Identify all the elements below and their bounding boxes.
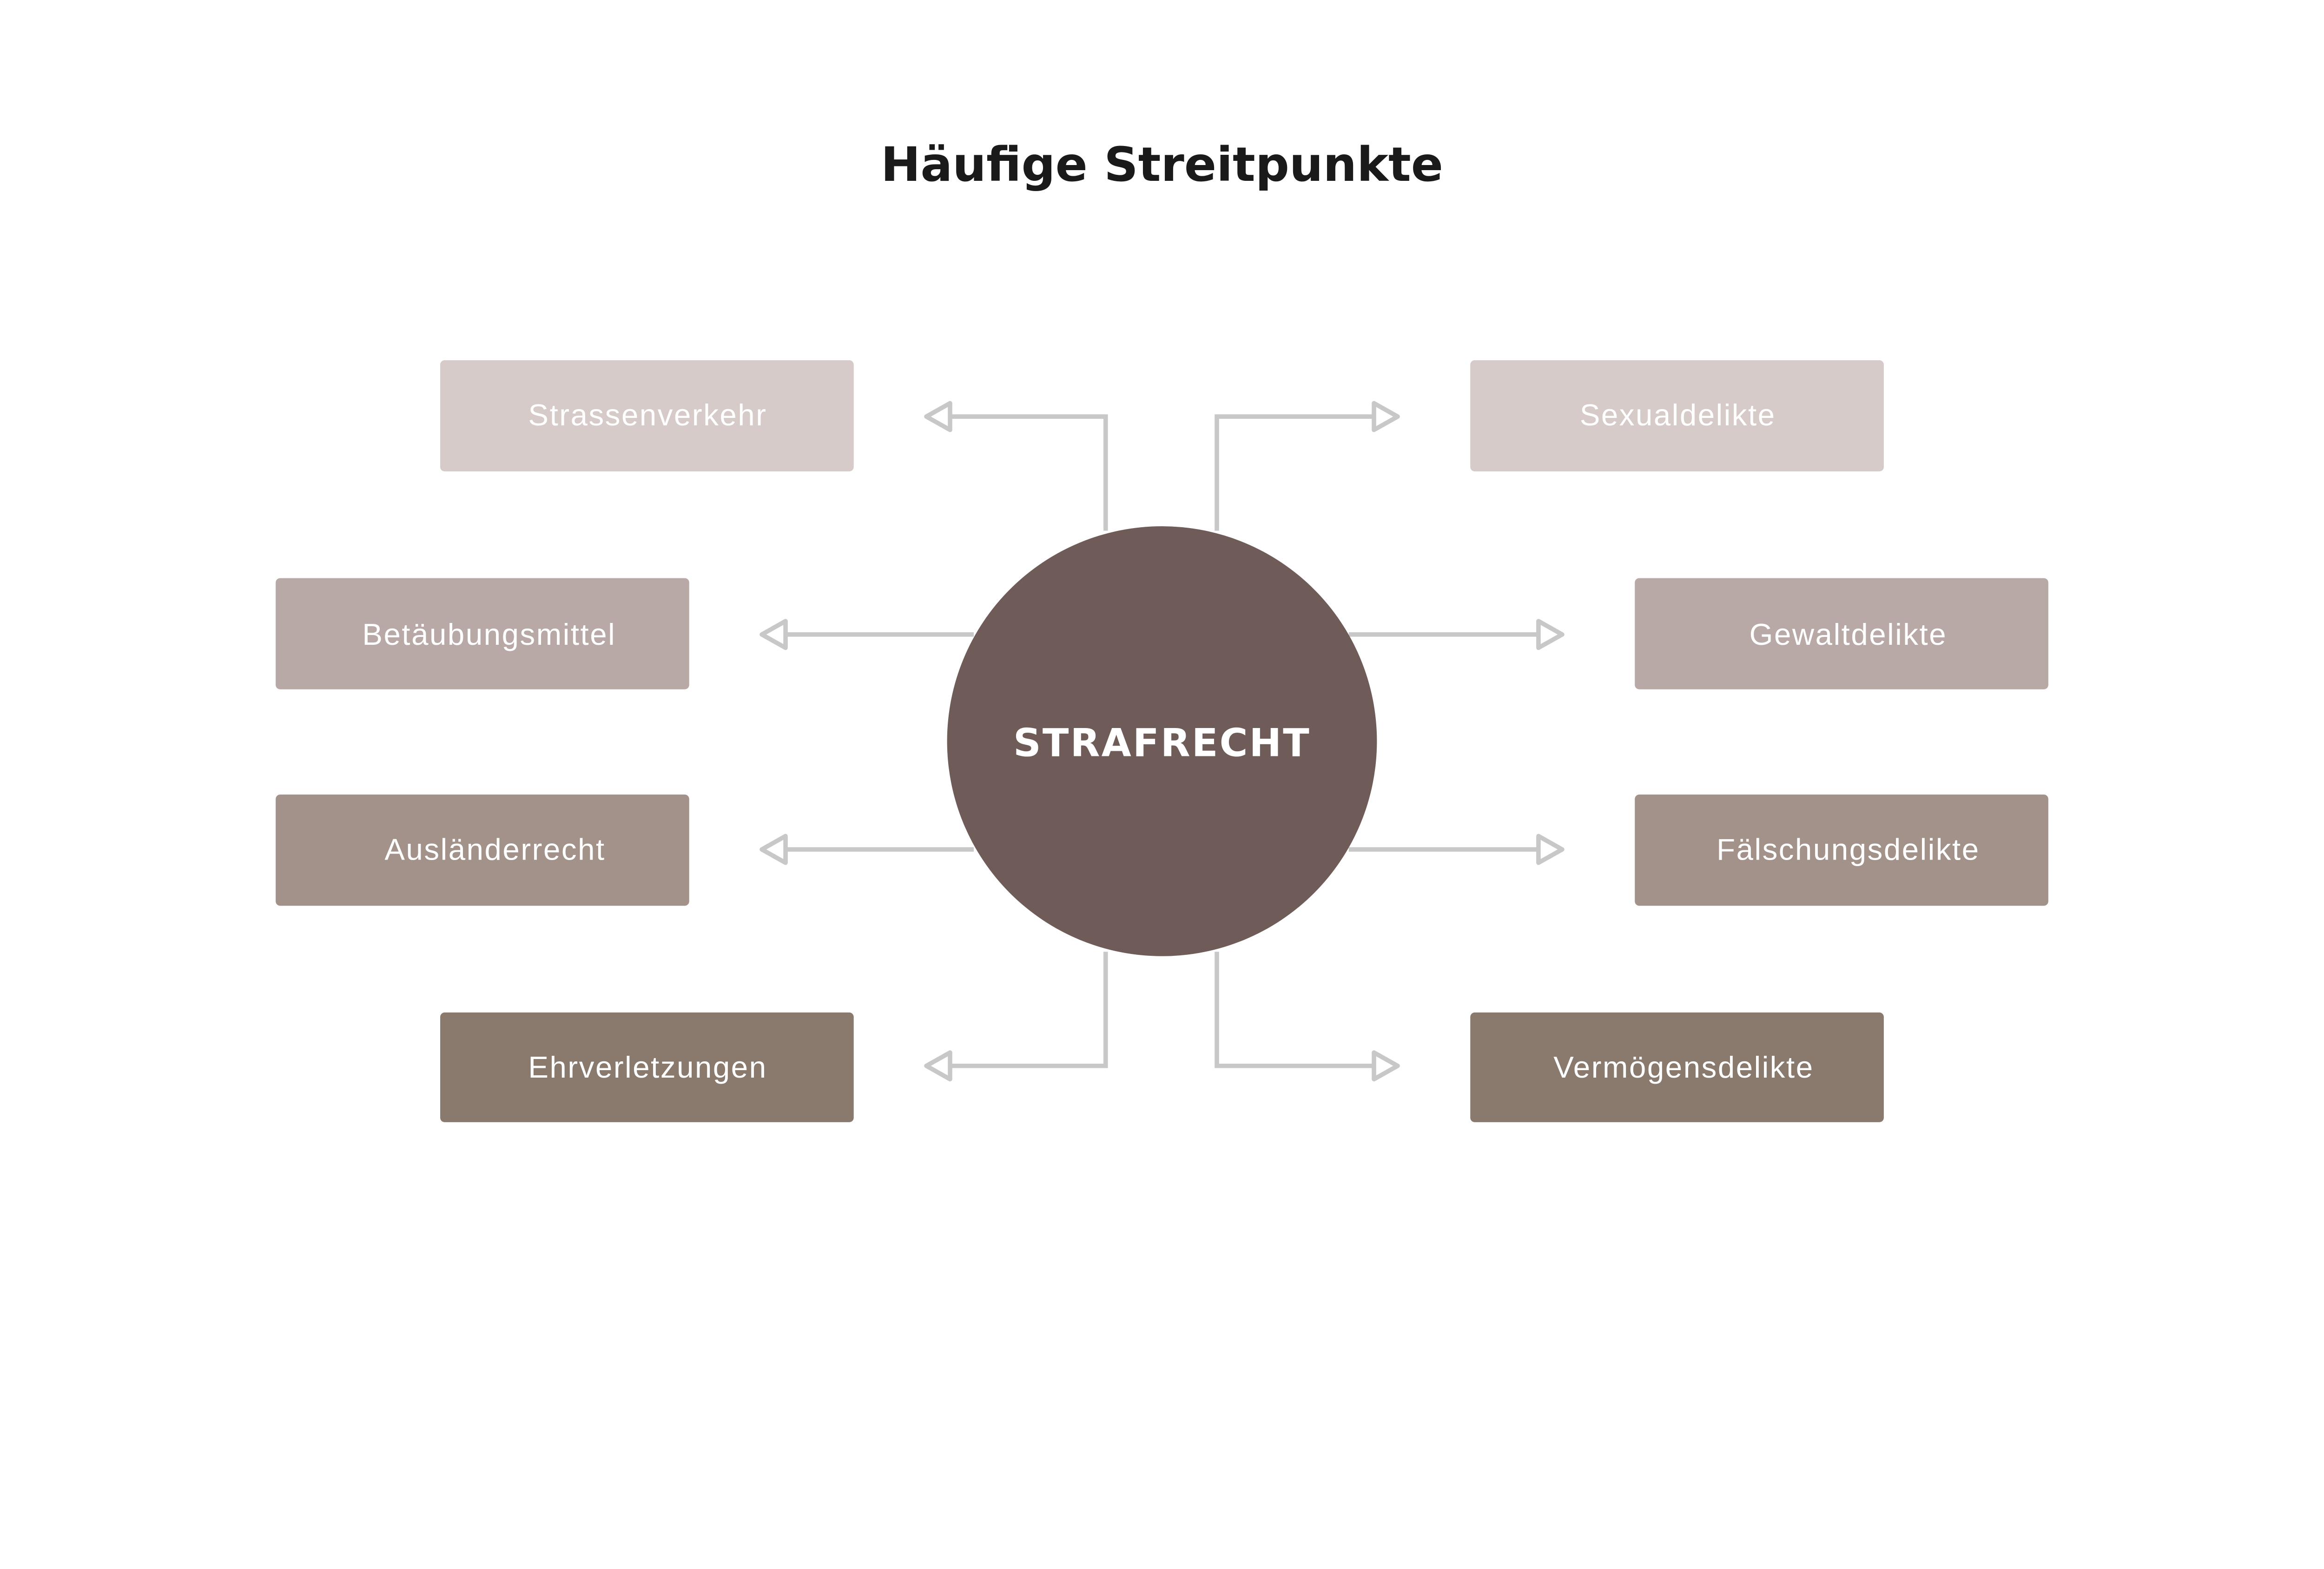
node-box	[1470, 360, 1884, 472]
node-box	[276, 794, 689, 906]
connector-sexualdelikte	[1215, 414, 1374, 531]
center-circle	[947, 526, 1377, 956]
node-label: Betäubungsmittel	[362, 617, 616, 651]
node-auslaenderrecht: Ausländerrecht	[276, 794, 689, 906]
node-box	[276, 578, 689, 689]
arrow-head-icon	[924, 401, 952, 432]
node-label: Ehrverletzungen	[528, 1050, 767, 1084]
node-strassenverkehr: Strassenverkehr	[440, 360, 854, 472]
node-box	[1470, 1012, 1884, 1122]
arrow-head-icon	[759, 834, 788, 865]
node-label: Vermögensdelikte	[1553, 1050, 1814, 1084]
node-box	[1635, 794, 2048, 906]
node-label: Strassenverkehr	[528, 398, 767, 432]
arrow-head-icon	[1372, 1050, 1400, 1082]
node-box	[440, 1012, 854, 1122]
node-gewaltdelikte: Gewaltdelikte	[1635, 578, 2048, 689]
connector-vermoegensdelikte	[1215, 952, 1374, 1068]
node-label: Ausländerrecht	[384, 832, 605, 866]
node-betaeubungsmittel: Betäubungsmittel	[276, 578, 689, 689]
diagram: Häufige Streitpunkte STRAFRECHT Strassen…	[276, 137, 2048, 1122]
arrow-head-icon	[759, 619, 788, 650]
connectors	[759, 401, 1565, 1082]
arrow-head-icon	[924, 1050, 952, 1082]
connector-ehrverletzungen	[950, 952, 1108, 1068]
arrow-head-icon	[1536, 619, 1565, 650]
node-box	[440, 360, 854, 472]
node-ehrverletzungen: Ehrverletzungen	[440, 1012, 854, 1122]
node-label: Fälschungsdelikte	[1717, 832, 1980, 866]
arrow-head-icon	[1536, 834, 1565, 865]
node-label: Sexualdelikte	[1580, 398, 1776, 432]
node-vermoegensdelikte: Vermögensdelikte	[1470, 1012, 1884, 1122]
connector-strassenverkehr	[950, 414, 1108, 531]
node-label: Gewaltdelikte	[1750, 617, 1948, 651]
node-sexualdelikte: Sexualdelikte	[1470, 360, 1884, 472]
node-faelschungsdelikte: Fälschungsdelikte	[1635, 794, 2048, 906]
center-label: STRAFRECHT	[1013, 720, 1311, 765]
diagram-title: Häufige Streitpunkte	[881, 137, 1443, 192]
arrow-head-icon	[1372, 401, 1400, 432]
node-box	[1635, 578, 2048, 689]
